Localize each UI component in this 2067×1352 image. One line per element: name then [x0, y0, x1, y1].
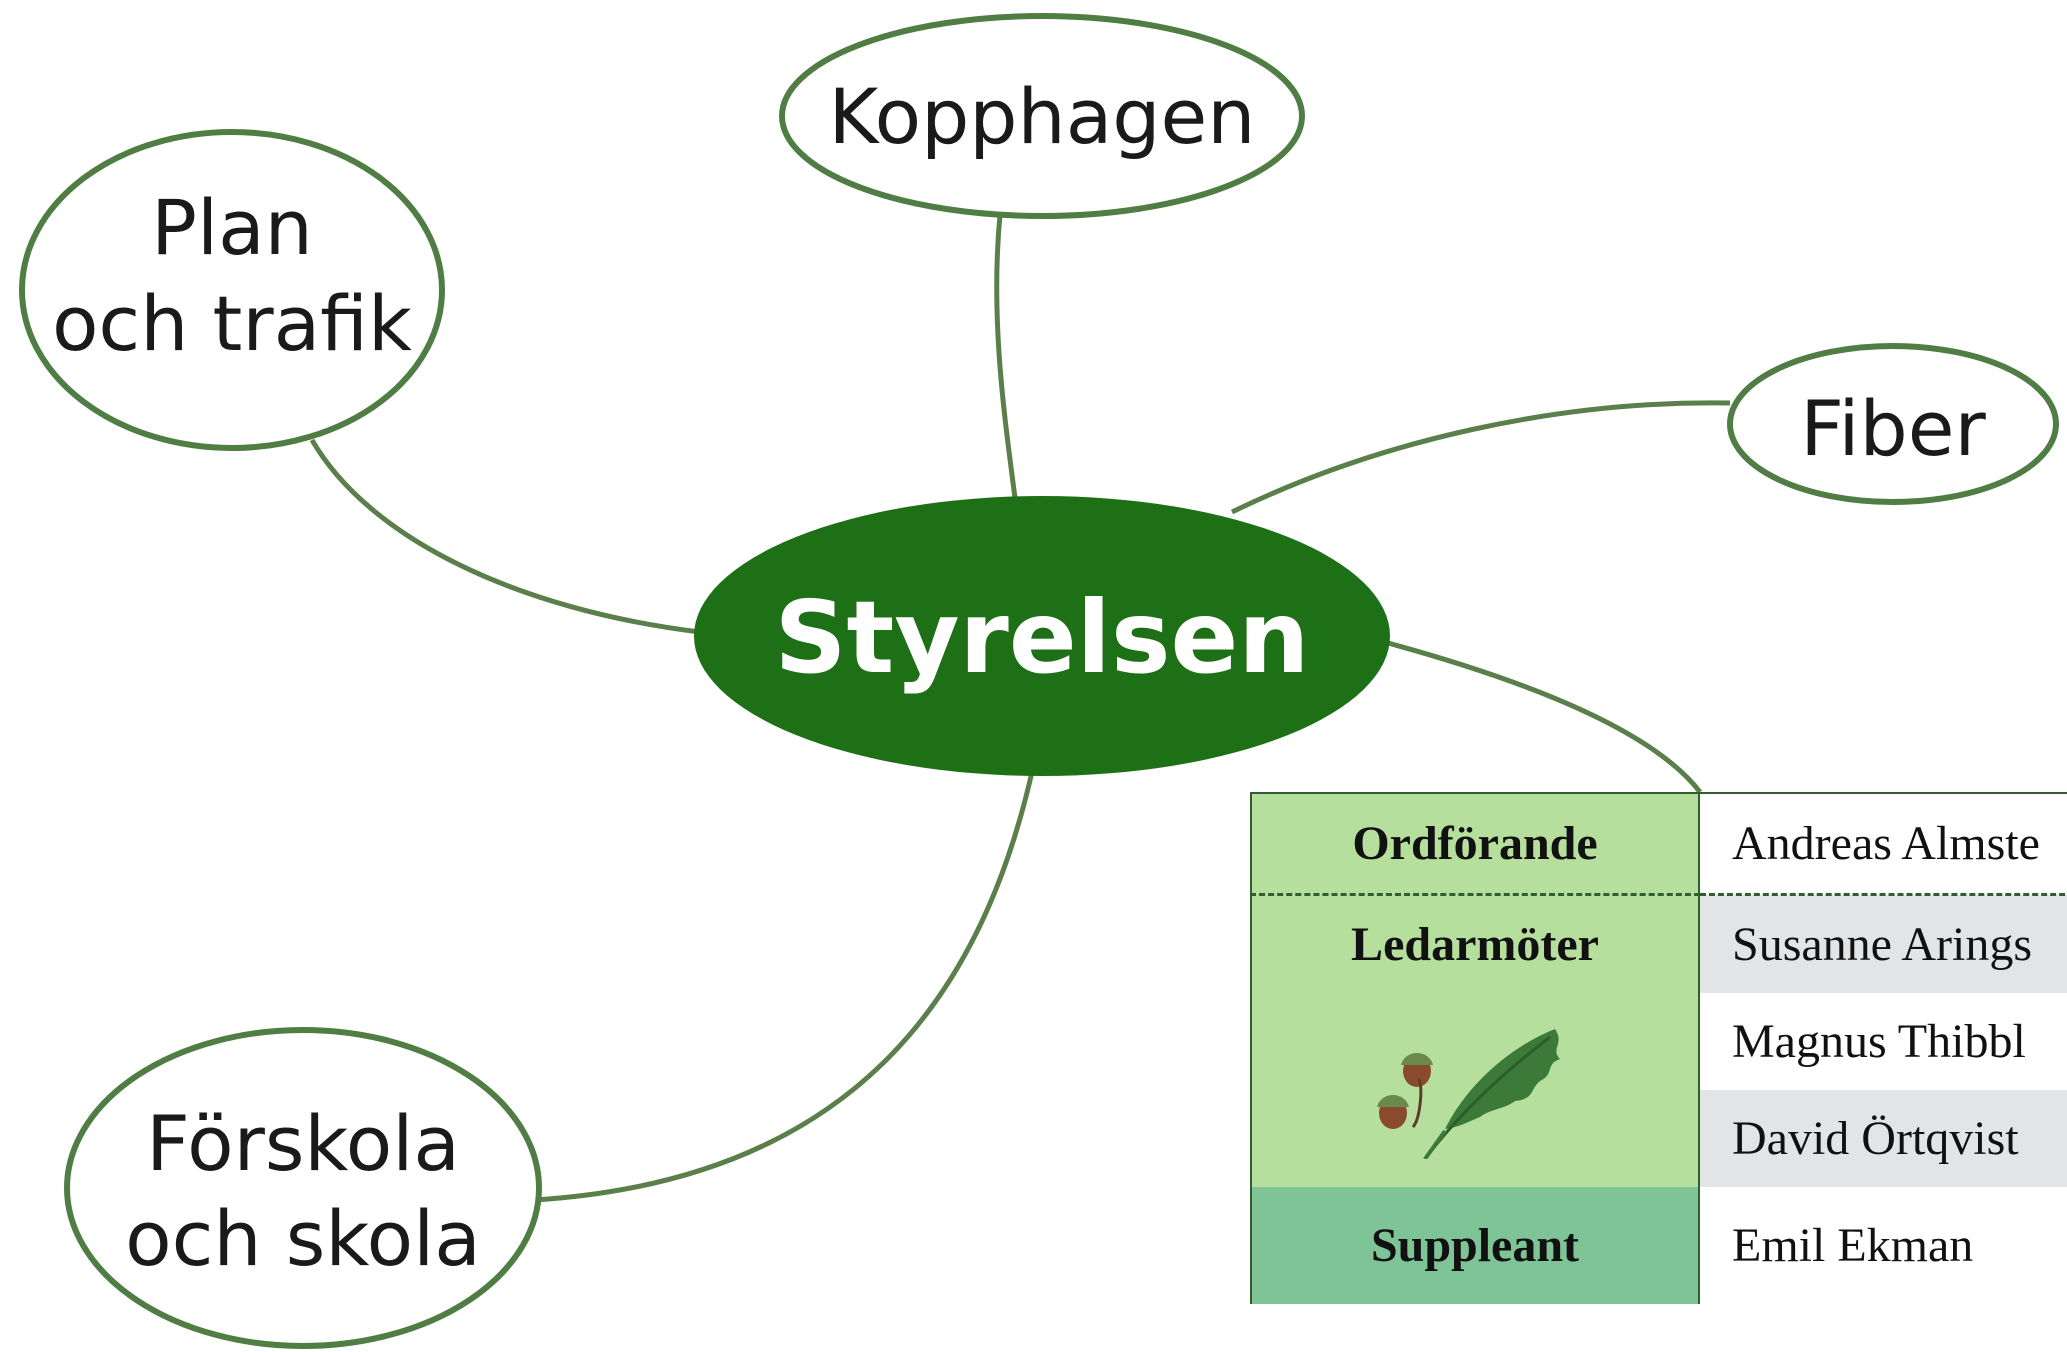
connector-kopphagen [994, 214, 1018, 499]
board-roster-table: Ordförande Andreas Almste Ledarmöter Sus… [1250, 792, 2067, 1304]
node-forskola-och-skola[interactable]: Förskola och skola [64, 1027, 542, 1349]
node-fiber-label: Fiber [1800, 384, 1986, 473]
table-row: David Örtqvist [1251, 1090, 2067, 1187]
node-styrelsen[interactable]: Styrelsen [694, 496, 1390, 776]
name-cell: Andreas Almste [1699, 792, 2067, 896]
connector-table [1387, 640, 1702, 794]
role-cell: Ledarmöter [1250, 894, 1700, 993]
node-plan-och-trafik[interactable]: Plan och trafik [19, 129, 445, 451]
role-cell: Suppleant [1250, 1187, 1700, 1304]
node-forskola-label-line2: och skola [125, 1194, 481, 1283]
connector-plan [309, 438, 701, 635]
oak-leaf-acorn-icon [1377, 1029, 1560, 1161]
connector-fiber [1230, 400, 1731, 515]
table-row: Ledarmöter Susanne Arings [1250, 894, 2067, 993]
table-row: Magnus Thibbl [1250, 993, 2067, 1187]
node-plan-label-line1: Plan [151, 183, 313, 272]
node-kopphagen[interactable]: Kopphagen [779, 13, 1305, 219]
table-row: Ordförande Andreas Almste [1250, 792, 2067, 896]
node-plan-label-line2: och trafik [52, 279, 412, 368]
role-cell-icon [1250, 993, 1700, 1187]
name-cell: Magnus Thibbl [1732, 1015, 2026, 1068]
name-cell: Susanne Arings [1699, 894, 2067, 993]
role-cell: Ordförande [1250, 792, 1700, 896]
node-fiber[interactable]: Fiber [1727, 343, 2059, 505]
connector-forskola [534, 771, 1035, 1203]
table-row: Suppleant Emil Ekman [1250, 1187, 2067, 1304]
name-cell: Emil Ekman [1732, 1219, 1974, 1272]
node-kopphagen-label: Kopphagen [829, 72, 1256, 161]
name-cell: David Örtqvist [1699, 1090, 2067, 1187]
node-forskola-label-line1: Förskola [146, 1099, 460, 1188]
center-label: Styrelsen [775, 579, 1310, 696]
